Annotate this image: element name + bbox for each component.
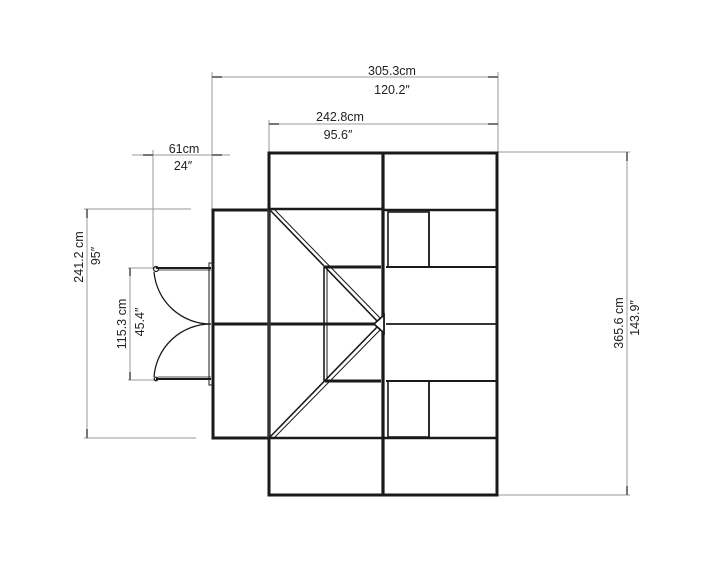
door-swing-arc-upper [153, 271, 212, 325]
door-handle-lower [153, 376, 159, 382]
door-projection-cm-label: 61cm [168, 141, 200, 156]
body-width-in-label: 95.6″ [323, 127, 353, 142]
greenhouse-frame [211, 151, 499, 497]
door-opening-in-label: 45.4″ [132, 307, 147, 337]
ridge-cap-icon [372, 312, 385, 336]
hip-diagonal-upper [268, 208, 380, 324]
overall-length-cm-label: 365.6 cm [611, 297, 626, 349]
wing-depth-cm-label: 241.2 cm [71, 231, 86, 283]
door-swing-arc-lower [153, 323, 212, 378]
roof-vent-upper [387, 211, 430, 268]
door-opening-cm-label: 115.3 cm [114, 298, 129, 350]
door-projection-in-label: 24″ [173, 158, 193, 173]
overall-width-cm-label: 305.3cm [368, 63, 416, 78]
hip-diagonal-lower [268, 324, 380, 439]
door-handle-upper [152, 265, 160, 273]
dimension-arrow-ticks [86, 76, 628, 495]
overall-length-in-label: 143.9″ [627, 300, 642, 336]
body-width-cm-label: 242.8cm [316, 109, 364, 124]
roof-vent-lower [387, 380, 430, 438]
overall-width-in-label: 120.2″ [374, 82, 410, 97]
wing-depth-in-label: 95″ [88, 246, 103, 266]
dimension-lines [84, 72, 630, 496]
double-doors [152, 262, 213, 386]
